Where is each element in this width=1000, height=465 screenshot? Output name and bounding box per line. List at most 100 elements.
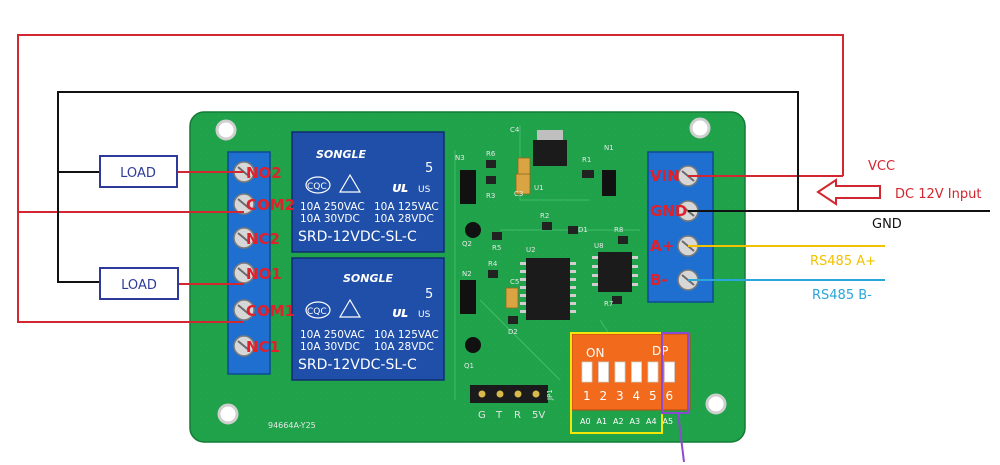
silkscreen-q1: Q1 — [464, 362, 474, 370]
dip-frame-purple-tail — [677, 412, 685, 463]
relay-bottom-rating-l2: 10A 30VDC — [300, 341, 360, 353]
dc-input-label: DC 12V Input — [895, 187, 981, 202]
dip-lever-6[interactable] — [664, 361, 675, 383]
load-box-2 — [99, 155, 178, 188]
screw-slot-icon — [237, 304, 251, 316]
screw-slot-icon — [237, 232, 251, 244]
chip-pin — [592, 274, 598, 277]
relay-bottom-cert-logo — [305, 301, 331, 319]
regulator-tab — [537, 130, 563, 140]
terminal-label-vin: VIN — [650, 167, 680, 185]
silkscreen-c4: C4 — [510, 126, 520, 134]
chip-pin — [520, 294, 526, 297]
chip-u8 — [598, 252, 632, 292]
relay-top-brand: SONGLE — [316, 148, 367, 161]
wire-vcc-red — [17, 34, 844, 323]
chip-pin — [632, 283, 638, 286]
header-pin-g — [478, 390, 486, 398]
silkscreen-c3: C3 — [514, 190, 523, 198]
dip-lever-1[interactable] — [581, 361, 593, 383]
resistor-r1 — [582, 170, 594, 178]
relay-top-cert-logo — [305, 176, 331, 194]
relay-top-ul-logo: ᴜʟ — [392, 180, 408, 196]
dip-position-4: 4 — [633, 389, 641, 403]
load-box-1-label: LOAD — [121, 278, 157, 293]
dip-address-a4: A4 — [646, 417, 657, 426]
silkscreen-n2: N2 — [462, 270, 472, 278]
silkscreen-n3: N3 — [455, 154, 465, 162]
terminal-label-com2: COM2 — [246, 196, 295, 214]
chip-pin — [520, 286, 526, 289]
terminal-label-nc1: NC1 — [246, 338, 280, 356]
silkscreen-c5: C5 — [510, 278, 519, 286]
dip-lever-3[interactable] — [614, 361, 626, 383]
relay-bottom-brand: SONGLE — [343, 272, 394, 285]
silkscreen-d2: D2 — [508, 328, 518, 336]
wires — [17, 34, 990, 323]
chip-pin — [570, 286, 576, 289]
dip-lever-5[interactable] — [647, 361, 659, 383]
diode-n1 — [602, 170, 616, 196]
chip-pin — [570, 310, 576, 313]
regulator-u1 — [533, 140, 567, 166]
relay-bottom-cert-2: US — [418, 310, 431, 320]
header-pin-r — [514, 390, 522, 398]
rs485-b-label: RS485 B- — [812, 288, 872, 303]
relay-top: SONGLE 5 CQC ᴜʟ US 10A 250VAC 10A 30VDC … — [291, 131, 445, 253]
dip-lever-4[interactable] — [631, 361, 642, 383]
chip-pin — [592, 265, 598, 268]
chip-pin — [592, 283, 598, 286]
relay-bottom-cert-1: CQC — [307, 307, 327, 317]
resistor-r8 — [618, 236, 628, 244]
dip-lever-2[interactable] — [598, 361, 609, 383]
transistor-q1 — [465, 337, 481, 353]
transistor-n2 — [460, 280, 476, 314]
chip-pin — [570, 262, 576, 265]
chip-pin — [520, 270, 526, 273]
dip-address-a3: A3 — [630, 417, 641, 426]
header-label-g: G — [478, 410, 486, 421]
dip-position-5: 5 — [649, 389, 657, 403]
terminal-label-gnd: GND — [650, 202, 687, 220]
screw-slot-icon — [237, 198, 251, 210]
silkscreen-r2: R2 — [540, 212, 549, 220]
rs485-a-label: RS485 A+ — [810, 254, 876, 269]
board-part-code: 94664A-Y25 — [268, 421, 316, 430]
chip-pin — [570, 270, 576, 273]
dip-position-1: 1 — [583, 389, 591, 403]
terminal-label-b: B- — [650, 271, 668, 289]
silkscreen-u8: U8 — [594, 242, 604, 250]
capacitor-c5 — [505, 287, 519, 309]
dip-frame-purple — [661, 332, 689, 414]
relay-bottom-warning-icon — [338, 298, 362, 318]
chip-pin — [632, 274, 638, 277]
chip-pin — [632, 265, 638, 268]
silkscreen-r7: R7 — [604, 300, 613, 308]
screw-slot-icon — [237, 267, 251, 279]
dip-levers — [581, 361, 675, 383]
mount-hole — [217, 403, 239, 425]
resistor-r7 — [612, 296, 622, 304]
dip-position-2: 2 — [600, 389, 608, 403]
chip-pin — [520, 262, 526, 265]
header-pin-5v — [532, 390, 540, 398]
dip-address-a2: A2 — [613, 417, 624, 426]
header-label-r: R — [514, 410, 521, 421]
header-pins — [470, 385, 548, 403]
silkscreen-u2: U2 — [526, 246, 536, 254]
chip-u2 — [526, 258, 570, 320]
dip-address-a1: A1 — [597, 417, 608, 426]
dip-dp-label: DP — [652, 344, 668, 358]
relay-bottom-pins: 5 — [425, 287, 433, 302]
header-label-t: T — [495, 410, 503, 421]
relay-bottom: SONGLE 5 CQC ᴜʟ US 10A 250VAC 10A 30VDC … — [291, 257, 445, 381]
resistor-r4 — [488, 270, 498, 278]
relay-bottom-rating-r2: 10A 28VDC — [374, 341, 434, 353]
dip-address-a5: A5 — [663, 417, 674, 426]
resistor-r6 — [486, 160, 496, 168]
terminal-label-nc2: NC2 — [246, 230, 280, 248]
